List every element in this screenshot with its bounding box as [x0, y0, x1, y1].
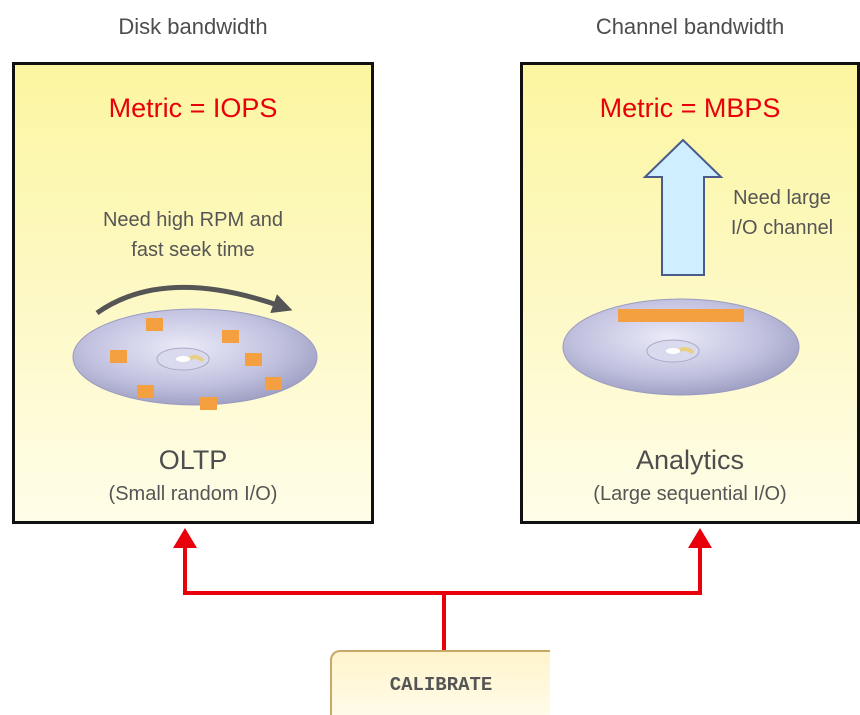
analytics-disk-art: [562, 138, 800, 396]
connector-right: [444, 545, 702, 595]
disk-icon: [562, 298, 800, 396]
right-note-line-1: Need large: [733, 187, 831, 209]
right-note: Need large I/O channel: [707, 183, 857, 243]
right-title: Analytics: [635, 445, 745, 475]
sequential-io-block: [618, 309, 744, 322]
arrowhead-left-icon: [173, 528, 197, 548]
left-subtitle: (Small random I/O): [108, 483, 278, 505]
right-column-header: Channel bandwidth: [595, 14, 785, 39]
analytics-panel: Metric = MBPS Need large I/O channel Ana…: [520, 62, 860, 524]
left-column-header: Disk bandwidth: [118, 14, 268, 39]
calibrate-label: CALIBRATE: [389, 674, 493, 696]
left-title: OLTP: [158, 445, 228, 475]
arrowhead-right-icon: [688, 528, 712, 548]
right-metric: Metric = MBPS: [599, 93, 781, 123]
left-note-line-1: Need high RPM and: [102, 209, 284, 231]
rotation-arrow-icon: [95, 284, 293, 316]
oltp-panel: Metric = IOPS Need high RPM and fast see…: [12, 62, 374, 524]
right-subtitle: (Large sequential I/O): [593, 483, 787, 505]
left-note-line-2: fast seek time: [131, 239, 255, 261]
right-note-line-2: I/O channel: [730, 217, 834, 239]
oltp-disk-art: [72, 284, 318, 410]
calibrate-box: CALIBRATE: [330, 650, 550, 715]
left-note: Need high RPM and fast seek time: [15, 205, 371, 265]
left-metric: Metric = IOPS: [108, 93, 278, 123]
random-io-blocks: [110, 318, 282, 410]
connector-left: [183, 545, 446, 653]
disk-icon: [72, 308, 318, 406]
up-arrow-icon: [642, 138, 724, 276]
